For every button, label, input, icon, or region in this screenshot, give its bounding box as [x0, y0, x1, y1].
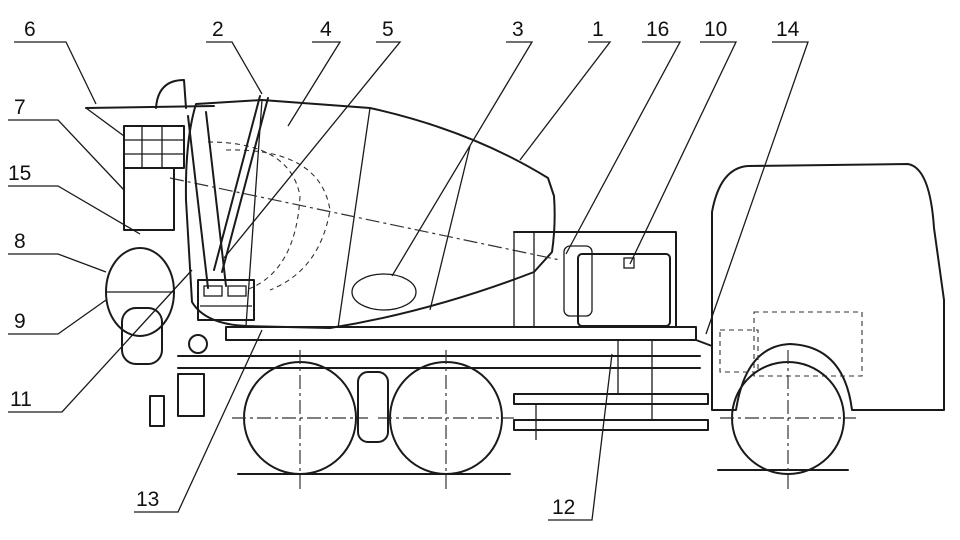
callout-14: 14 [776, 18, 800, 41]
water-tank [563, 245, 671, 327]
callout-9: 9 [14, 310, 26, 333]
truck-cab [711, 163, 945, 411]
control-panel [197, 279, 255, 321]
rear-wheel-1 [232, 350, 368, 492]
callout-10: 10 [704, 18, 727, 41]
callout-15: 15 [8, 162, 31, 185]
callout-3: 3 [512, 18, 524, 41]
leader-lines [8, 41, 809, 521]
rear-axle-hub [357, 371, 389, 443]
rear-wheel-2 [378, 350, 514, 492]
callout-7: 7 [14, 96, 26, 119]
callout-4: 4 [320, 18, 332, 41]
callout-2: 2 [212, 18, 224, 41]
loading-hopper-platform [85, 79, 269, 289]
callout-16: 16 [646, 18, 669, 41]
callout-labels: 6 7 15 8 9 11 2 4 5 3 1 16 10 14 13 12 [8, 18, 800, 519]
callout-1: 1 [592, 18, 604, 41]
callout-12: 12 [552, 496, 575, 519]
callout-13: 13 [136, 488, 159, 511]
callout-5: 5 [382, 18, 394, 41]
discharge-chute [105, 247, 175, 365]
rear-bumper-hitch [149, 334, 208, 427]
mixer-drum [169, 99, 561, 329]
callout-11: 11 [10, 388, 32, 411]
front-wheel [720, 350, 856, 492]
callout-6: 6 [24, 18, 36, 41]
callout-8: 8 [14, 230, 26, 253]
drum-support-frame [513, 231, 677, 327]
ground-lines [237, 469, 849, 475]
chassis-frame [177, 326, 713, 440]
